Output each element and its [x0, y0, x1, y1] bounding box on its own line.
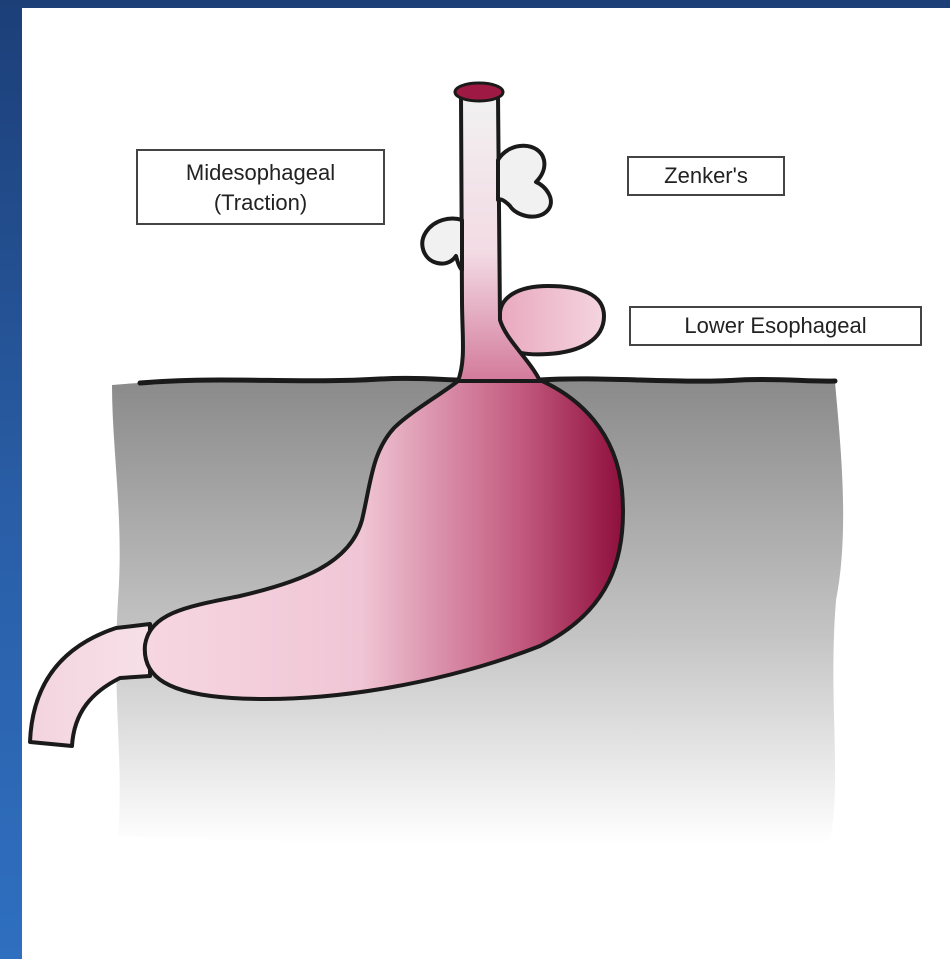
- slide-canvas: Midesophageal (Traction) Zenker's Lower …: [22, 8, 950, 959]
- label-zenkers: Zenker's: [627, 156, 785, 196]
- label-zenkers-text: Zenker's: [629, 158, 783, 194]
- esophageal-opening: [455, 83, 503, 101]
- label-midesophageal-line1: Midesophageal: [138, 158, 383, 188]
- label-midesophageal: Midesophageal (Traction): [136, 149, 385, 225]
- label-midesophageal-line2: (Traction): [138, 188, 383, 218]
- zenkers-diverticulum: [498, 146, 551, 217]
- midesophageal-diverticulum: [422, 219, 462, 271]
- label-lower-esophageal: Lower Esophageal: [629, 306, 922, 346]
- label-lower-esophageal-text: Lower Esophageal: [631, 308, 920, 344]
